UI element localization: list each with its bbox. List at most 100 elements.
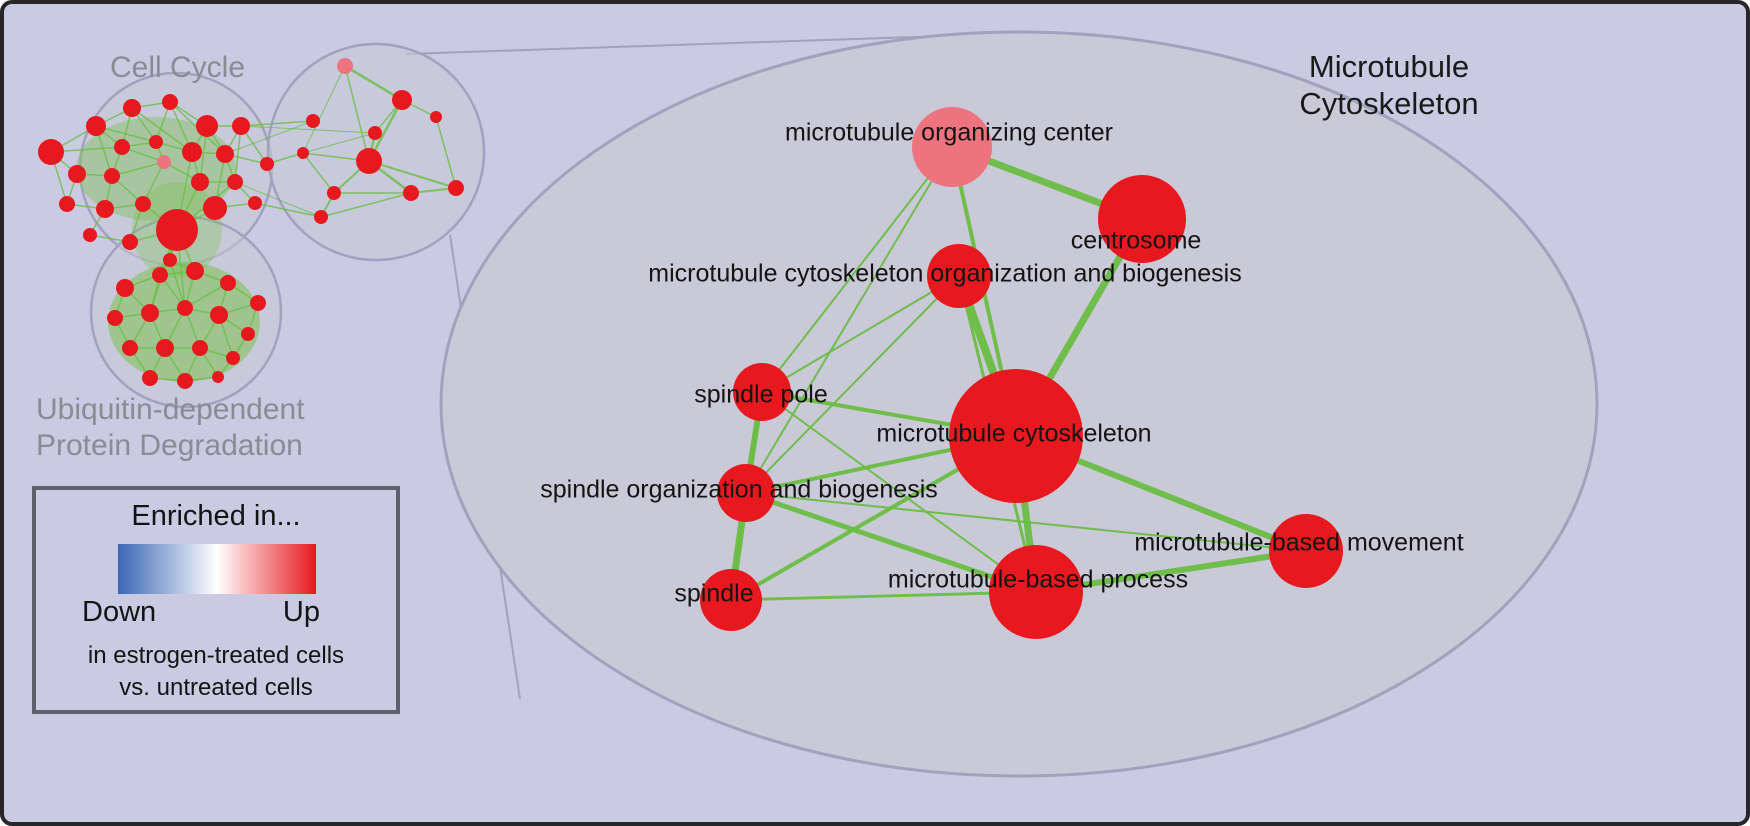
overview-node	[162, 94, 178, 110]
overview-node	[116, 279, 134, 297]
main-edge-moc-spindle_pole	[761, 146, 953, 393]
overview-edge	[184, 282, 229, 309]
node-spindle_pole	[733, 363, 791, 421]
overview-edge	[234, 125, 242, 183]
node-label-mt_cyto: microtubule cytoskeleton	[876, 420, 1151, 448]
overview-node	[196, 115, 218, 137]
node-label-mt_process: microtubule-based process	[888, 566, 1188, 594]
overview-node	[114, 139, 130, 155]
legend-axis-labels: Down Up	[82, 596, 320, 629]
overview-node	[86, 116, 106, 136]
main-edge-moc-spindle_org	[745, 146, 953, 494]
node-mt_org	[927, 244, 991, 308]
overview-node	[212, 371, 224, 383]
legend-caption-line1: in estrogen-treated cells	[87, 642, 345, 669]
overview-node	[368, 126, 382, 140]
overview-edge	[302, 132, 376, 154]
node-spindle	[700, 569, 762, 631]
overview-node	[337, 58, 353, 74]
overview-node	[327, 186, 341, 200]
legend-caption-line2: vs. untreated cells	[119, 674, 313, 702]
overview-node	[392, 90, 412, 110]
main-edge-mt_org-spindle_pole	[761, 275, 960, 393]
overview-node	[38, 139, 64, 165]
overview-node	[232, 117, 250, 135]
overview-node	[191, 173, 209, 191]
overview-edge	[368, 160, 457, 189]
main-edge-spindle_org-mt_process	[745, 490, 1037, 595]
overview-node	[186, 262, 204, 280]
overview-node	[157, 155, 171, 169]
overview-edge	[344, 64, 403, 102]
overview-edge	[131, 107, 193, 153]
overview-edge	[320, 192, 412, 218]
legend-box: Enriched in... Down Up in estrogen-treat…	[32, 486, 400, 714]
overview-node	[122, 234, 138, 250]
main-network-labels: microtubule organizing centercentrosomem…	[540, 119, 1463, 608]
overview-node	[135, 196, 151, 212]
overview-node	[297, 147, 309, 159]
overview-node	[216, 145, 234, 163]
legend-gradient-bar	[118, 544, 316, 594]
node-label-mt_move: microtubule-based movement	[1134, 529, 1463, 557]
microtubule-title-line1: Microtubule	[1308, 49, 1470, 84]
node-mt_cyto	[949, 369, 1083, 503]
overview-node	[83, 228, 97, 242]
overview-node	[430, 111, 442, 123]
node-mt_move	[1269, 514, 1343, 588]
overview-network-nodes	[38, 58, 464, 389]
overview-node	[152, 267, 168, 283]
cluster-label-ubiquitin-line1: Ubiquitin-dependent	[36, 393, 305, 426]
overview-edge	[302, 65, 346, 154]
legend-up-label: Up	[282, 596, 320, 628]
main-edge-spindle_org-mt_move	[745, 492, 1307, 552]
overview-node	[314, 210, 328, 224]
node-label-moc: microtubule organizing center	[785, 119, 1113, 147]
node-spindle_org	[717, 464, 775, 522]
overview-node	[248, 196, 262, 210]
overview-node	[141, 304, 159, 322]
overview-node	[192, 340, 208, 356]
overview-node	[122, 340, 138, 356]
overview-node	[306, 114, 320, 128]
legend-down-label: Down	[82, 596, 157, 628]
overview-edge	[254, 202, 322, 218]
overview-node	[59, 196, 75, 212]
overview-node	[107, 310, 123, 326]
overview-node	[142, 370, 158, 386]
overview-node	[96, 200, 114, 218]
overview-node	[182, 142, 202, 162]
overview-edge	[240, 125, 376, 134]
overview-node	[123, 99, 141, 117]
node-label-mt_org: microtubule cytoskeleton organization an…	[648, 260, 1241, 288]
overview-node	[104, 168, 120, 184]
main-edge-spindle-mt_process	[730, 590, 1037, 602]
overview-edge	[240, 120, 314, 127]
cluster-label-ubiquitin-line2: Protein Degradation	[36, 429, 303, 462]
overview-node	[260, 157, 274, 171]
overview-node	[163, 253, 177, 267]
node-mt_process	[989, 545, 1083, 639]
overview-node	[403, 185, 419, 201]
legend-caption: in estrogen-treated cells vs. untreated …	[36, 640, 396, 705]
overview-node	[156, 209, 198, 251]
main-edge-mt_org-spindle_org	[745, 275, 960, 494]
overview-node	[156, 339, 174, 357]
cluster-label-ubiquitin: Ubiquitin-dependent Protein Degradation	[36, 392, 336, 464]
overview-edge	[302, 152, 335, 194]
overview-edge	[234, 181, 322, 218]
overview-node	[177, 373, 193, 389]
legend-title: Enriched in...	[131, 500, 301, 532]
overview-edge	[169, 259, 186, 309]
node-label-spindle: spindle	[674, 580, 753, 608]
enrichment-map-svg: microtubule organizing centercentrosomem…	[38, 30, 1599, 778]
overview-node	[356, 148, 382, 174]
node-moc	[912, 107, 992, 187]
overview-node	[250, 295, 266, 311]
main-network-nodes	[700, 107, 1343, 639]
overview-node	[220, 275, 236, 291]
node-centrosome	[1098, 175, 1186, 263]
node-label-spindle_pole: spindle pole	[694, 381, 827, 409]
overview-node	[227, 174, 243, 190]
